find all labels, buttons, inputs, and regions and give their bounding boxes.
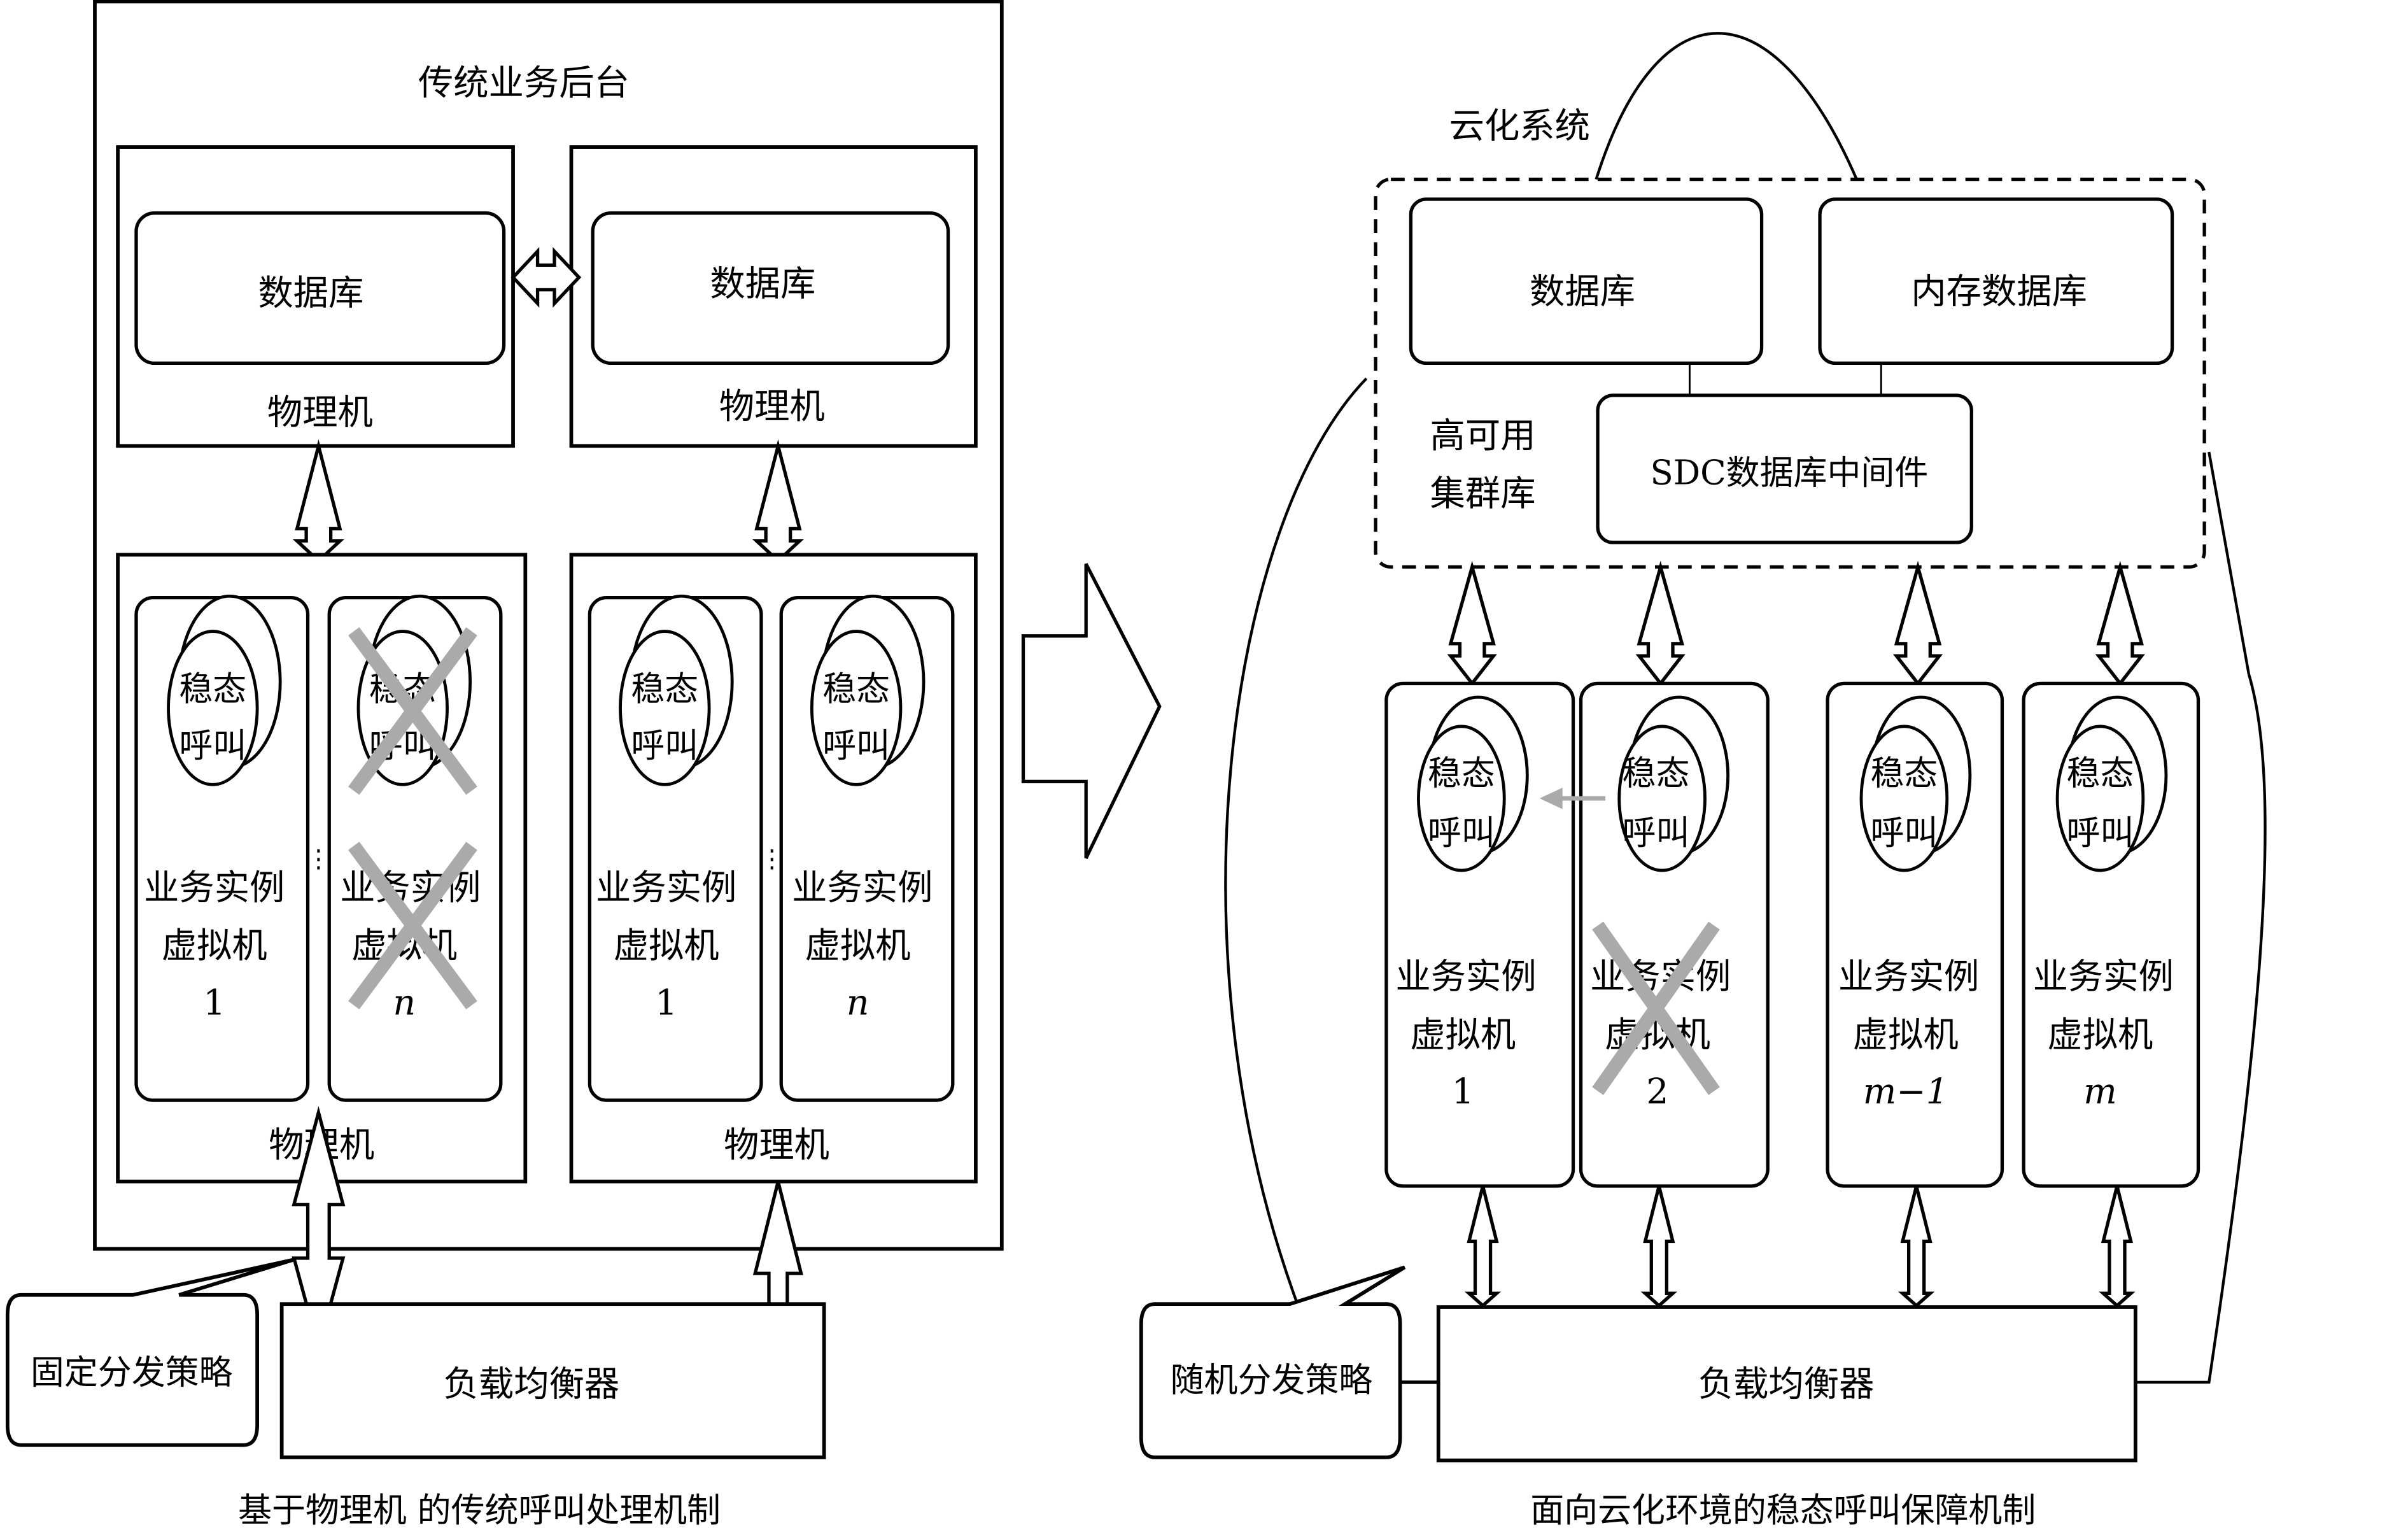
failure-x-mark bbox=[348, 627, 477, 795]
physical-machine-bottom-2: 稳态 呼叫 业务实例 虚拟机 1 ⋮ 稳态 呼叫 业务实例 虚拟机 n 物理机 bbox=[569, 553, 978, 1184]
steady-call-label: 稳态 bbox=[2067, 754, 2134, 793]
physical-machine-label: 物理机 bbox=[267, 393, 373, 434]
ha-cluster-label: 集群库 bbox=[1430, 474, 1536, 514]
cloud-boundary-curve bbox=[1595, 32, 1858, 180]
steady-call-label: 呼叫 bbox=[631, 726, 698, 765]
double-arrow-vertical bbox=[1640, 1186, 1677, 1308]
vm-instance: 稳态 呼叫 业务实例 虚拟机 1 bbox=[588, 594, 763, 1102]
fixed-policy-callout bbox=[5, 1257, 295, 1447]
double-arrow-vertical bbox=[1447, 560, 1497, 686]
vm-instance: 稳态 呼叫 业务实例 虚拟机 1 bbox=[1384, 681, 1575, 1188]
db-sync-double-arrow bbox=[510, 247, 582, 308]
steady-call-label: 呼叫 bbox=[1428, 814, 1495, 853]
vm-label: 虚拟机 bbox=[1853, 1015, 1959, 1056]
steady-call-label: 呼叫 bbox=[822, 726, 890, 765]
physical-machine-label: 物理机 bbox=[719, 386, 825, 427]
double-arrow-vertical bbox=[1464, 1186, 1502, 1308]
double-arrow-vertical bbox=[2099, 1186, 2136, 1308]
load-balancer-right bbox=[1436, 1305, 2137, 1463]
vm-lb-arrows bbox=[1464, 1186, 2136, 1308]
steady-call-label: 稳态 bbox=[822, 670, 890, 709]
ellipsis-dots: ⋮ bbox=[306, 845, 330, 874]
database-box bbox=[134, 211, 506, 365]
vm-label: 业务实例 bbox=[144, 868, 285, 909]
ha-cluster-boundary bbox=[1374, 177, 2206, 569]
memory-database-box bbox=[1818, 197, 2174, 365]
vm-instance: 稳态 呼叫 业务实例 虚拟机 n bbox=[779, 594, 955, 1102]
random-policy-callout bbox=[1139, 1265, 1406, 1459]
vm-index: m−1 bbox=[1863, 1072, 1948, 1112]
transition-arrow-icon bbox=[1021, 563, 1162, 859]
load-balancer-label: 负载均衡器 bbox=[1698, 1364, 1875, 1405]
database-box bbox=[1409, 197, 1764, 365]
cloud-system-title: 云化系统 bbox=[1449, 106, 1590, 147]
double-arrow-vertical bbox=[2095, 560, 2145, 686]
vm-instance: 稳态 呼叫 业务实例 虚拟机 m−1 bbox=[1826, 681, 2004, 1188]
vm-instance: 稳态 呼叫 业务实例 虚拟机 m bbox=[2022, 681, 2200, 1188]
vm-instance-failed: 稳态 呼叫 业务实例 虚拟机 n bbox=[327, 594, 503, 1102]
vm-index: n bbox=[393, 982, 416, 1023]
database-label: 数据库 bbox=[258, 273, 363, 314]
call-migration-arrow bbox=[1539, 788, 1606, 809]
traditional-backend-title: 传统业务后台 bbox=[418, 63, 630, 104]
vm-instance-failed: 稳态 呼叫 业务实例 虚拟机 2 bbox=[1579, 681, 1770, 1188]
vm-label: 业务实例 bbox=[1395, 956, 1536, 997]
physical-machine-top-1: 数据库 物理机 bbox=[116, 145, 515, 448]
double-arrow-vertical bbox=[1892, 560, 1943, 686]
memory-database-label: 内存数据库 bbox=[1911, 272, 2087, 313]
database-label: 数据库 bbox=[710, 264, 815, 305]
load-balancer-label: 负载均衡器 bbox=[444, 1364, 620, 1405]
vm-index: 2 bbox=[1646, 1072, 1668, 1112]
vm-label: 业务实例 bbox=[2033, 956, 2174, 997]
vm-index: 1 bbox=[655, 982, 677, 1023]
random-policy-label: 随机分发策略 bbox=[1171, 1361, 1373, 1399]
steady-call-ellipse bbox=[167, 630, 259, 786]
steady-call-label: 稳态 bbox=[1428, 754, 1495, 793]
vm-index: 1 bbox=[1452, 1072, 1474, 1112]
failure-x-mark bbox=[348, 842, 477, 1010]
steady-call-label: 呼叫 bbox=[2067, 814, 2134, 853]
sdc-middleware-box bbox=[1596, 393, 1973, 544]
steady-call-label: 稳态 bbox=[631, 670, 698, 709]
fixed-policy-label: 固定分发策略 bbox=[31, 1353, 233, 1392]
vm-index: m bbox=[2083, 1072, 2116, 1112]
physical-machine-top-2: 数据库 物理机 bbox=[569, 145, 978, 448]
vm-instance: 稳态 呼叫 业务实例 虚拟机 1 bbox=[134, 594, 310, 1102]
vm-label: 虚拟机 bbox=[1410, 1015, 1516, 1056]
vm-label: 虚拟机 bbox=[162, 926, 267, 967]
vm-label: 虚拟机 bbox=[2047, 1015, 2153, 1056]
load-balancer-left bbox=[279, 1302, 826, 1459]
steady-call-label: 稳态 bbox=[1623, 754, 1690, 793]
sdc-middleware-label: SDC数据库中间件 bbox=[1650, 454, 1928, 493]
physical-machine-bottom-1: 稳态 呼叫 业务实例 虚拟机 1 ⋮ 稳态 呼叫 业务实例 虚拟机 n bbox=[116, 553, 528, 1184]
vm-label: 业务实例 bbox=[340, 868, 481, 909]
vm-index: 1 bbox=[203, 982, 225, 1023]
database-box bbox=[591, 211, 950, 365]
right-caption: 面向云化环境的稳态呼叫保障机制 bbox=[1530, 1491, 2036, 1530]
traditional-backend-panel: 传统业务后台 数据库 物理机 数据库 物理机 稳 bbox=[5, 0, 1004, 1530]
vm-label: 业务实例 bbox=[596, 868, 736, 909]
cluster-vm-arrows bbox=[1447, 560, 2145, 686]
ha-cluster-label: 高可用 bbox=[1430, 416, 1536, 457]
steady-call-ellipse bbox=[619, 630, 711, 786]
left-caption: 基于物理机 的传统呼叫处理机制 bbox=[238, 1491, 721, 1530]
steady-call-label: 呼叫 bbox=[1623, 814, 1690, 853]
steady-call-label: 稳态 bbox=[179, 670, 246, 709]
steady-call-label: 呼叫 bbox=[1870, 814, 1938, 853]
double-arrow-vertical bbox=[1635, 560, 1686, 686]
vm-label: 虚拟机 bbox=[614, 926, 719, 967]
vm-label: 虚拟机 bbox=[805, 926, 911, 967]
cloud-system-panel: 云化系统 数据库 内存数据库 SDC数据库中间件 高可用 集群库 稳态 呼叫 业… bbox=[1139, 32, 2267, 1530]
steady-call-ellipse bbox=[810, 630, 903, 786]
database-label: 数据库 bbox=[1530, 272, 1635, 313]
vm-label: 业务实例 bbox=[1838, 956, 1979, 997]
steady-call-label: 稳态 bbox=[1870, 754, 1938, 793]
vm-label: 业务实例 bbox=[792, 868, 933, 909]
physical-machine-label: 物理机 bbox=[724, 1125, 829, 1166]
steady-call-label: 呼叫 bbox=[179, 726, 246, 765]
double-arrow-vertical bbox=[1898, 1186, 1935, 1308]
vm-index: n bbox=[847, 982, 870, 1023]
failure-x-mark bbox=[1592, 921, 1720, 1095]
